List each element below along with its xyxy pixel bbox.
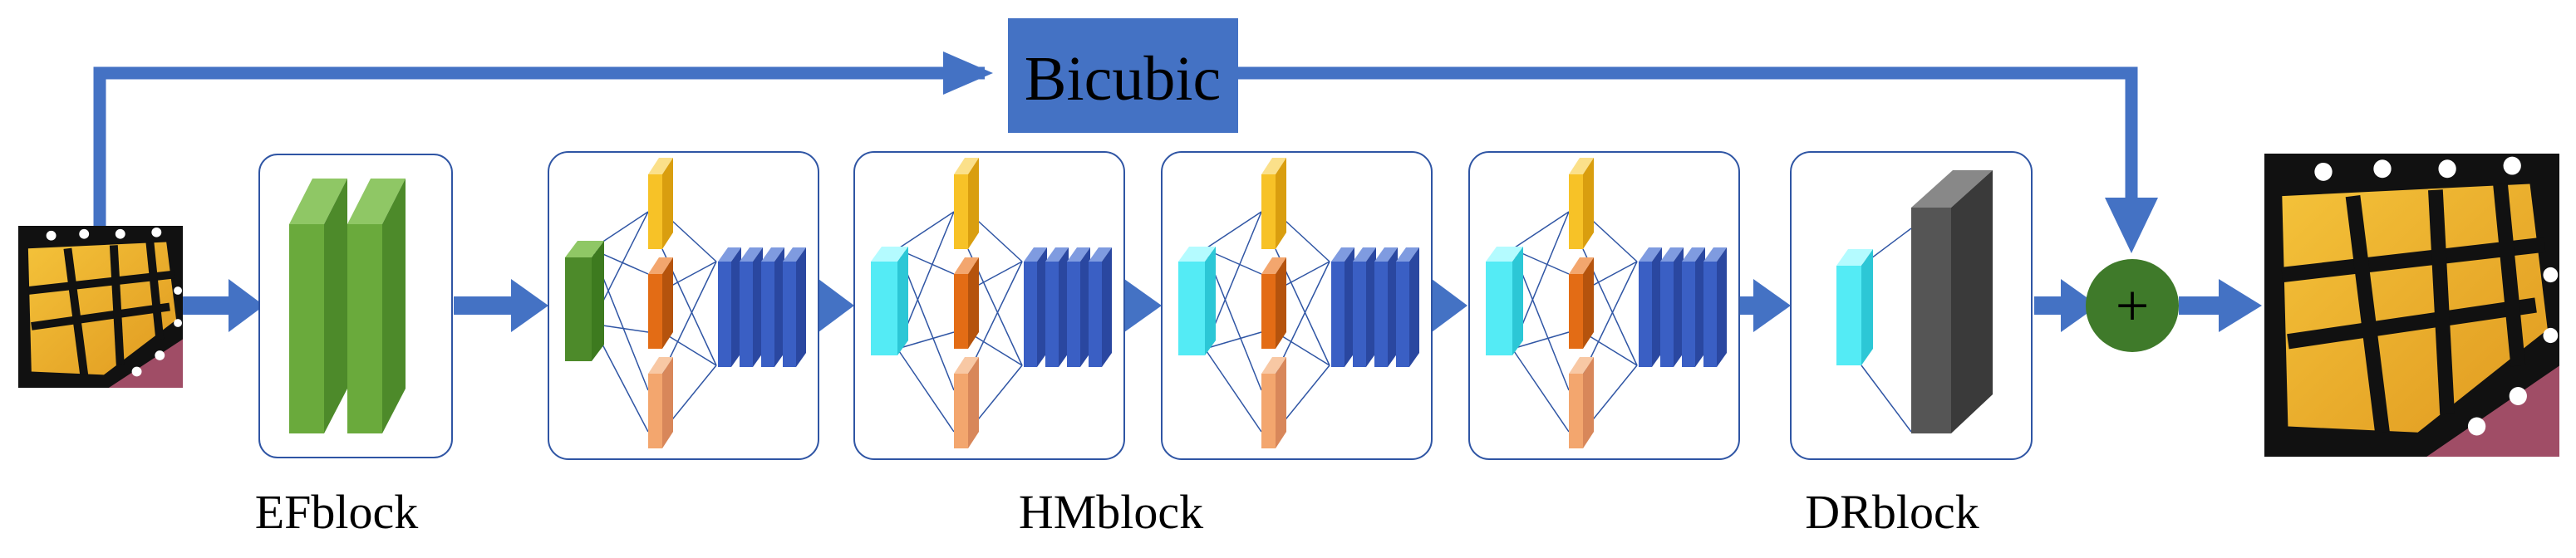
hm1-yellow-conv <box>648 158 673 249</box>
hm-block-label: HMblock <box>1019 485 1203 539</box>
dr-block-label: DRblock <box>1805 485 1979 539</box>
input-image <box>18 226 183 388</box>
arrow-dr-to-sum <box>2034 279 2098 332</box>
sum-node: + <box>2086 259 2179 352</box>
hm-block-2 <box>853 151 1125 460</box>
skip-connection <box>93 66 2138 226</box>
bicubic-label: Bicubic <box>1025 44 1221 114</box>
arrow-ef-to-hm1 <box>454 279 548 332</box>
hm1-blue-stack <box>718 247 806 367</box>
hm-block-3 <box>1161 151 1433 460</box>
hm1-salmon-conv <box>648 357 673 448</box>
hm2-cyan-input <box>871 247 908 355</box>
arrow-hm4-to-dr <box>1739 279 1791 332</box>
ef-feature-map-2 <box>347 179 406 433</box>
hm1-input-map <box>565 241 604 361</box>
arrow-sum-to-output <box>2179 279 2262 332</box>
ef-block-label: EFblock <box>255 485 419 539</box>
arrow-input-to-ef <box>183 279 264 332</box>
arrow-hm2-to-hm3 <box>1124 279 1162 332</box>
ef-block <box>258 154 453 458</box>
flow-arrows <box>183 279 2262 332</box>
hm-block-1 <box>548 151 819 460</box>
dr-output-volume <box>1911 170 1993 433</box>
dr-block <box>1790 151 2033 460</box>
sum-symbol: + <box>2116 272 2150 339</box>
arrow-hm1-to-hm2 <box>819 279 854 332</box>
dr-cyan-input <box>1836 249 1873 365</box>
bicubic-block: Bicubic <box>1008 18 1238 133</box>
arrowhead-to-sum <box>2105 198 2158 253</box>
skip-arrowheads <box>943 51 2158 253</box>
hm-block-4 <box>1468 151 1740 460</box>
hm1-orange-conv <box>648 257 673 349</box>
arrowhead-to-bicubic <box>943 51 993 95</box>
arrow-hm3-to-hm4 <box>1432 279 1467 332</box>
output-image <box>2264 154 2559 457</box>
ef-feature-map-1 <box>289 179 347 433</box>
